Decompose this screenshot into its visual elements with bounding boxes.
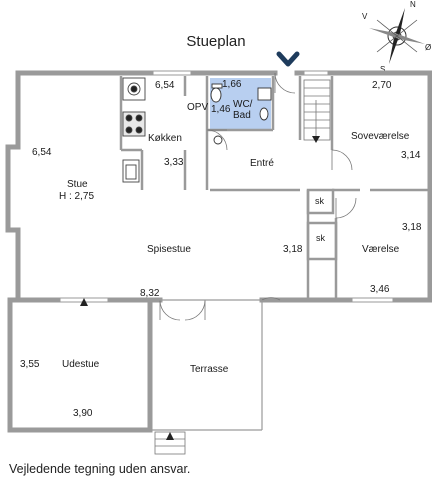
- interior-walls: [119, 76, 430, 300]
- entrance-arrow-icon: [276, 51, 300, 67]
- bathroom-fixtures: [210, 83, 272, 145]
- dim-kitchen-depth: 3,33: [164, 157, 184, 168]
- compass-o: Ø: [425, 43, 431, 52]
- terrace: [150, 299, 263, 431]
- disclaimer-text: Vejledende tegning uden ansvar.: [9, 462, 191, 476]
- room-entre: Entré: [250, 158, 274, 169]
- dim-udestue-width: 3,90: [73, 408, 93, 419]
- room-spisestue: Spisestue: [147, 244, 191, 255]
- doors: [159, 72, 357, 321]
- plan-title: Stueplan: [186, 33, 246, 50]
- room-opv: OPV: [187, 102, 208, 113]
- room-kokken: Køkken: [148, 133, 182, 144]
- room-stue: Stue: [67, 179, 88, 190]
- dim-wc-width: 1,66: [222, 79, 242, 90]
- compass-n: N: [410, 0, 416, 9]
- compass-rose-icon: [369, 8, 425, 64]
- dim-udestue-depth: 3,55: [20, 359, 40, 370]
- dim-dining-width: 8,32: [140, 288, 160, 299]
- dim-kitchen-width: 6,54: [155, 80, 175, 91]
- dim-hall-depth: 3,18: [283, 244, 303, 255]
- dim-wc-depth: 1,46: [211, 104, 231, 115]
- room-terrasse: Terrasse: [190, 364, 229, 375]
- room-wc-line1: WC/: [233, 99, 253, 110]
- room-sk2: sk: [316, 233, 326, 243]
- room-vaerelse: Værelse: [362, 244, 400, 255]
- dim-bedroom-depth: 3,14: [401, 150, 421, 161]
- compass-s: S: [380, 65, 385, 74]
- room-sovevaerelse: Soveværelse: [351, 131, 410, 142]
- compass-v: V: [362, 12, 368, 21]
- room-wc-line2: Bad: [233, 110, 251, 121]
- room-udestue: Udestue: [62, 359, 100, 370]
- dim-room-width: 3,46: [370, 284, 390, 295]
- kitchen-fixtures: [122, 77, 146, 183]
- step-arrow-icon: [166, 432, 174, 440]
- dim-bedroom-width: 2,70: [372, 80, 392, 91]
- dim-room-depth: 3,18: [402, 222, 422, 233]
- room-sk1: sk: [315, 196, 325, 206]
- dim-stue-depth: 6,54: [32, 147, 52, 158]
- room-stue-height: H : 2,75: [59, 191, 94, 202]
- walls: [5, 70, 432, 433]
- windows: [5, 70, 432, 433]
- staircase: [303, 79, 331, 143]
- udestue-arrow-icon: [80, 298, 88, 306]
